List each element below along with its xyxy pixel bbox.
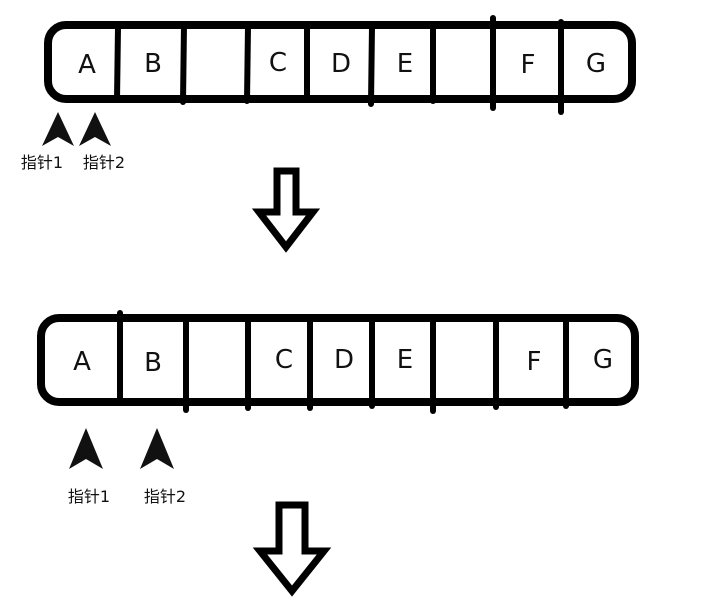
array-2: A B C D E F G 指针1 指针2 — [37, 310, 639, 506]
array-2-cell: A — [73, 347, 91, 377]
array-1-cell: G — [586, 49, 606, 79]
array-1-divider — [244, 23, 251, 104]
pointer-label: 指针2 — [83, 153, 125, 172]
array-1-cell: A — [78, 50, 96, 80]
array-2-cell: B — [144, 348, 162, 378]
array-1-divider — [180, 22, 187, 105]
array-1-frame — [44, 21, 636, 103]
pointer-label: 指针2 — [144, 487, 186, 506]
pointer-arrowhead-icon — [140, 428, 174, 469]
array-2-pointer-2: 指针2 — [140, 428, 186, 506]
down-arrow-icon — [251, 167, 321, 253]
pointer-label: 指针1 — [21, 153, 63, 172]
pointer-arrowhead-icon — [69, 428, 103, 469]
array-1-cell: D — [331, 49, 351, 79]
array-1-divider — [114, 24, 121, 103]
array-2-cell: F — [527, 347, 542, 377]
array-1-divider — [368, 23, 375, 107]
array-1-cell: B — [144, 49, 162, 79]
array-1-cell: F — [521, 50, 536, 80]
down-arrow-icon — [252, 501, 332, 597]
array-2-cell: D — [334, 345, 354, 375]
array-2-cell: G — [593, 345, 613, 375]
pointer-arrowhead-icon — [79, 112, 111, 146]
array-2-pointer-1: 指针1 — [68, 428, 110, 506]
array-1-cell: C — [269, 48, 287, 78]
array-1-pointer-2: 指针2 — [79, 112, 125, 172]
pointer-arrowhead-icon — [42, 112, 74, 146]
array-1-cell: E — [397, 49, 413, 79]
array-1-pointer-1: 指针1 — [21, 112, 74, 172]
array-2-cell: C — [275, 345, 293, 375]
array-2-frame — [37, 314, 639, 406]
pointer-label: 指针1 — [68, 487, 110, 506]
array-2-cell: E — [397, 345, 413, 375]
array-1: A B C D E F G 指针1 指针2 — [21, 15, 636, 172]
